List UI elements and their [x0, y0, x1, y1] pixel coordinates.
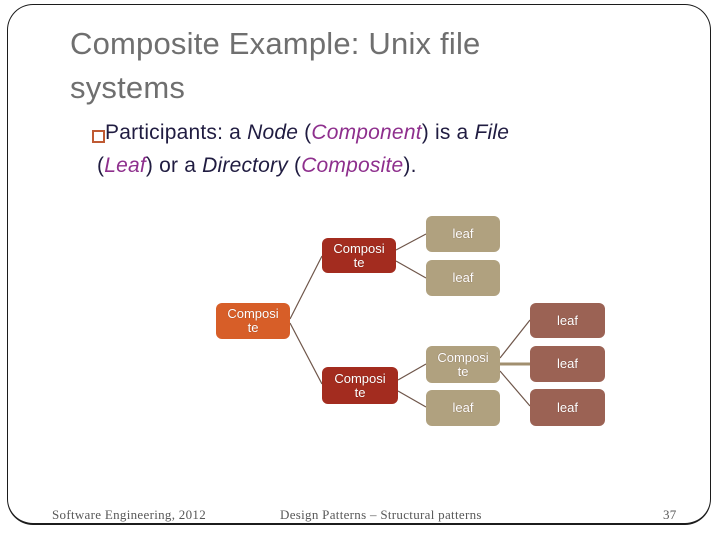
bullet-segment: ) or a: [145, 154, 203, 177]
footer-topic-label: Design Patterns – Structural patterns: [280, 507, 482, 522]
bullet-segment: (: [97, 154, 105, 177]
bullet-segment: Component: [311, 121, 422, 144]
diagram-node-leaf-6: leaf: [530, 389, 605, 426]
diagram-node-composite-sub: Composite: [426, 346, 500, 383]
node-label: Composite: [437, 349, 489, 379]
bullet-line-2: (Leaf) or a Directory (Composite).: [97, 154, 417, 178]
bullet-segment: Leaf: [104, 154, 146, 177]
node-label: leaf: [452, 270, 474, 285]
bullet-segment: Directory: [202, 154, 288, 177]
footer-course-label: Software Engineering, 2012: [52, 507, 207, 522]
diagram-node-composite-top: Composite: [322, 238, 396, 273]
diagram-node-leaf-3: leaf: [426, 390, 500, 426]
bullet-segment: File: [474, 121, 510, 144]
bullet-segment: Composite: [301, 154, 404, 177]
node-label: leaf: [557, 312, 578, 328]
diagram-node-composite-bottom: Composite: [322, 367, 398, 404]
bullet-square-icon: [92, 130, 105, 143]
node-label: leaf: [452, 226, 474, 241]
bullet-segment: Node: [247, 121, 299, 144]
bullet-segment: ) is a: [421, 121, 475, 144]
node-label: leaf: [557, 399, 578, 415]
node-label: leaf: [452, 400, 474, 415]
bullet-segment: ).: [403, 154, 417, 177]
bullet-segment: (: [287, 154, 302, 177]
bullet-line-1: Participants: a Node (Component) is a Fi…: [105, 121, 509, 145]
node-label: Composite: [333, 240, 385, 270]
footer-page-number: 37: [663, 507, 677, 522]
diagram-node-leaf-1: leaf: [426, 216, 500, 252]
slide-title: Composite Example: Unix file systems: [70, 26, 481, 105]
diagram-node-leaf-2: leaf: [426, 260, 500, 296]
bullet-segment: (: [298, 121, 312, 144]
node-label: Composite: [334, 370, 386, 400]
diagram-node-composite-root: Composite: [216, 303, 290, 339]
diagram-node-leaf-4: leaf: [530, 303, 605, 338]
node-label: leaf: [557, 356, 578, 371]
bullet-segment: Participants: a: [105, 121, 248, 144]
diagram-node-leaf-5: leaf: [530, 346, 605, 382]
node-label: Composite: [227, 306, 279, 335]
